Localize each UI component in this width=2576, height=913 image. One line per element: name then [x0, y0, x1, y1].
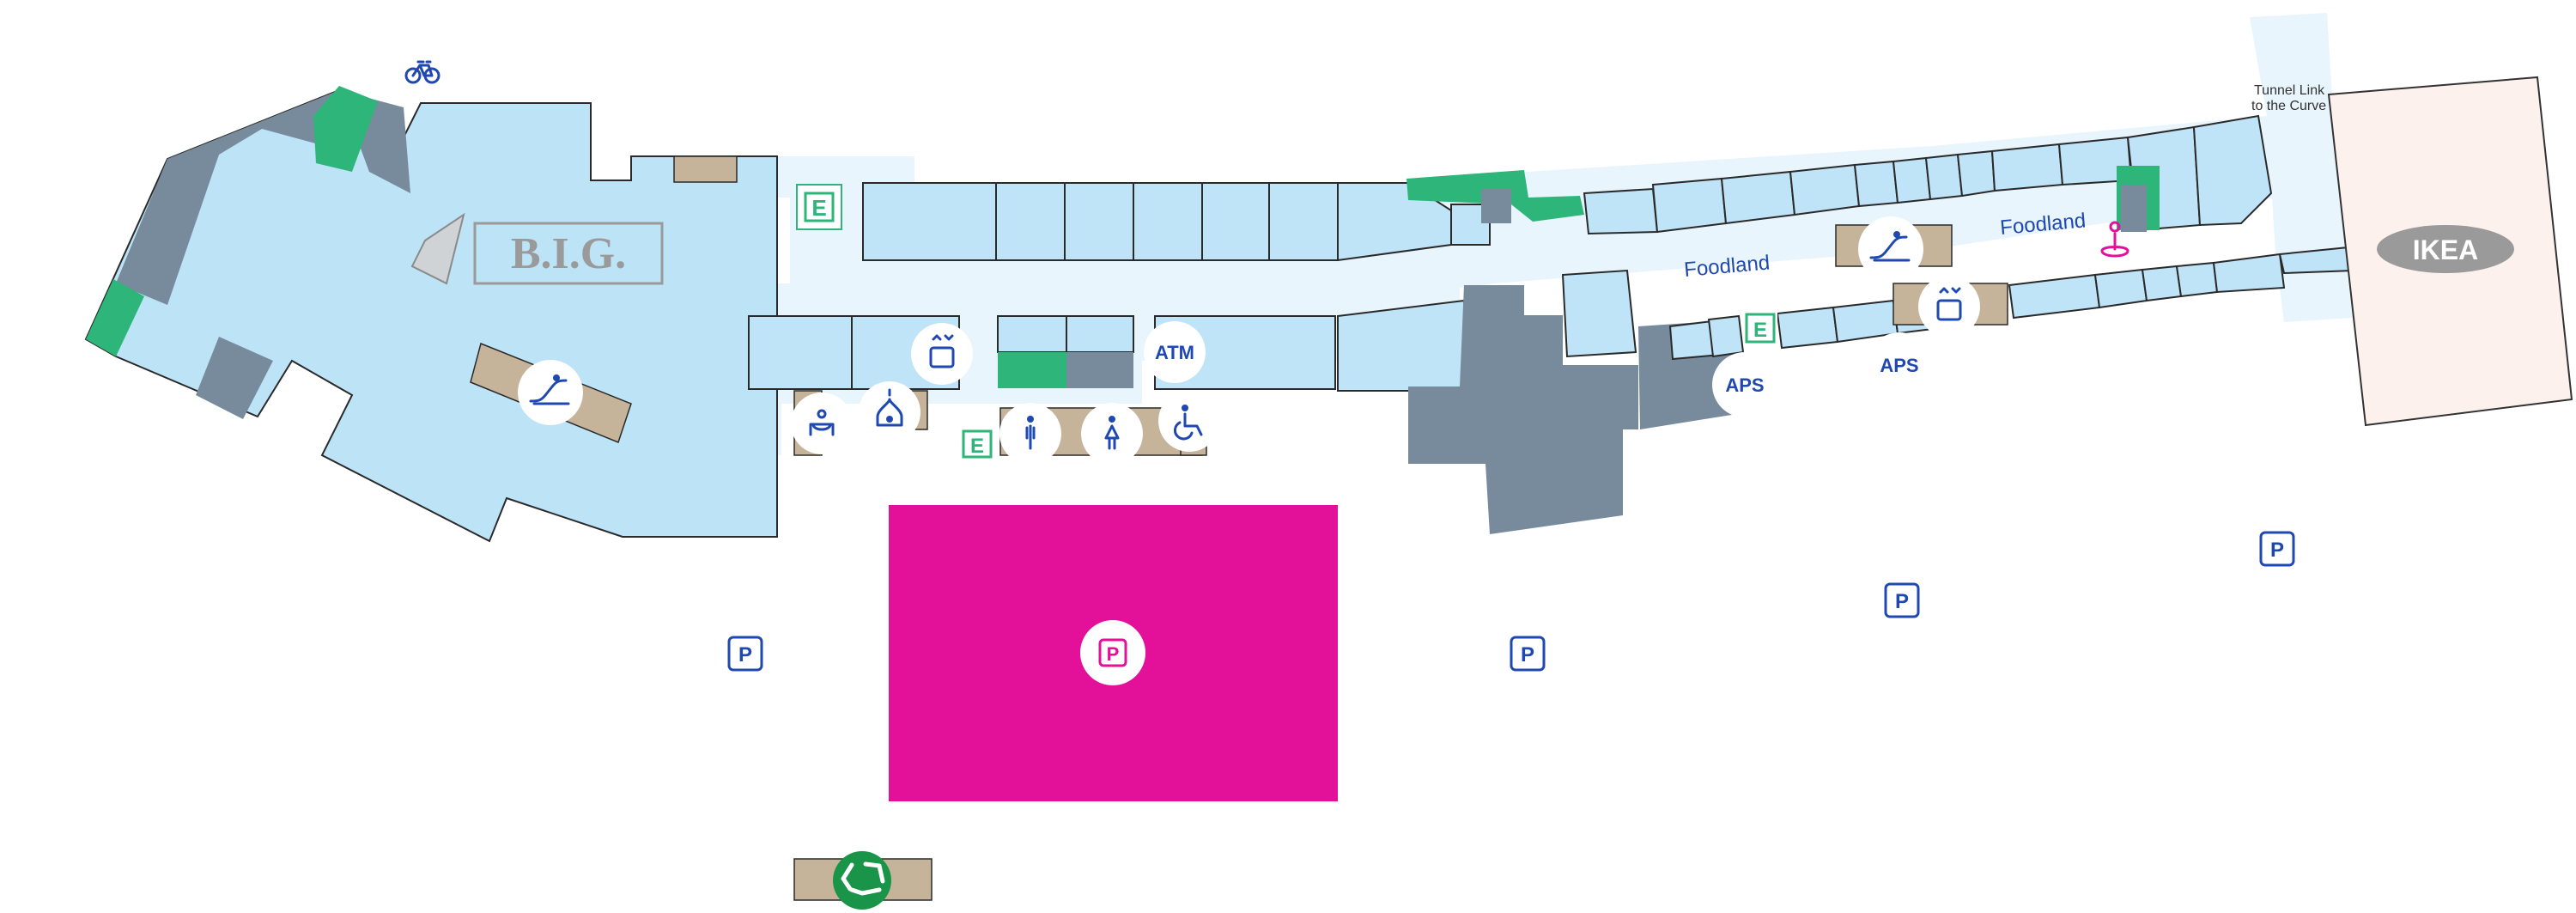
wheelchair-icon	[1158, 390, 1220, 452]
parking-icon: P	[727, 636, 763, 672]
parking-icon: P	[2259, 531, 2295, 567]
atm-label: ATM	[1155, 342, 1194, 363]
exit-icon: E	[959, 428, 995, 460]
ikea-logo: IKEA	[2377, 225, 2514, 273]
central-stores	[748, 182, 1491, 456]
exit-letter: E	[811, 195, 826, 221]
parking-icon: P	[1510, 636, 1546, 672]
prayer-room-icon	[859, 381, 920, 443]
toilet-female-icon	[1081, 403, 1143, 465]
parking-icon: P	[1884, 582, 1920, 618]
big-wing	[84, 86, 778, 543]
aps-label-west: APS	[1725, 374, 1764, 396]
escalator-icon	[518, 360, 583, 425]
elevator-icon	[1918, 276, 1980, 338]
toilet-male-icon	[999, 403, 1061, 465]
baby-care-icon	[791, 393, 853, 454]
recycle-icon	[833, 851, 891, 910]
exit-letter: E	[970, 435, 984, 458]
aps-badge-west: APS	[1712, 352, 1777, 417]
parking-icon: P	[1080, 620, 1145, 685]
big-logo-text: B.I.G.	[511, 229, 626, 278]
parking-letter: P	[738, 643, 752, 666]
icon-badges: ATM APS APS	[404, 60, 2295, 910]
parking-letter: P	[1521, 643, 1534, 666]
tunnel-label-line1: Tunnel Link	[2254, 83, 2325, 98]
ikea-logo-text: IKEA	[2413, 234, 2478, 265]
info-person-icon	[2100, 221, 2129, 258]
atm-icon: ATM	[1144, 321, 1206, 383]
elevator-icon	[911, 323, 973, 385]
tunnel-label-line2: to the Curve	[2251, 99, 2326, 113]
exit-icon: E	[1743, 311, 1777, 345]
aps-label-east: APS	[1880, 355, 1918, 376]
parking-letter: P	[1107, 643, 1120, 665]
exit-icon: E	[796, 184, 842, 230]
escalator-icon	[1858, 216, 1923, 282]
big-logo: B.I.G.	[473, 222, 664, 285]
parking-letter: P	[2270, 539, 2284, 562]
east-wing	[1583, 114, 2354, 361]
exit-letter: E	[1753, 319, 1767, 342]
parking-letter: P	[1895, 590, 1909, 613]
bicycle-icon	[404, 60, 440, 84]
aps-badge-east: APS	[1867, 332, 1932, 398]
